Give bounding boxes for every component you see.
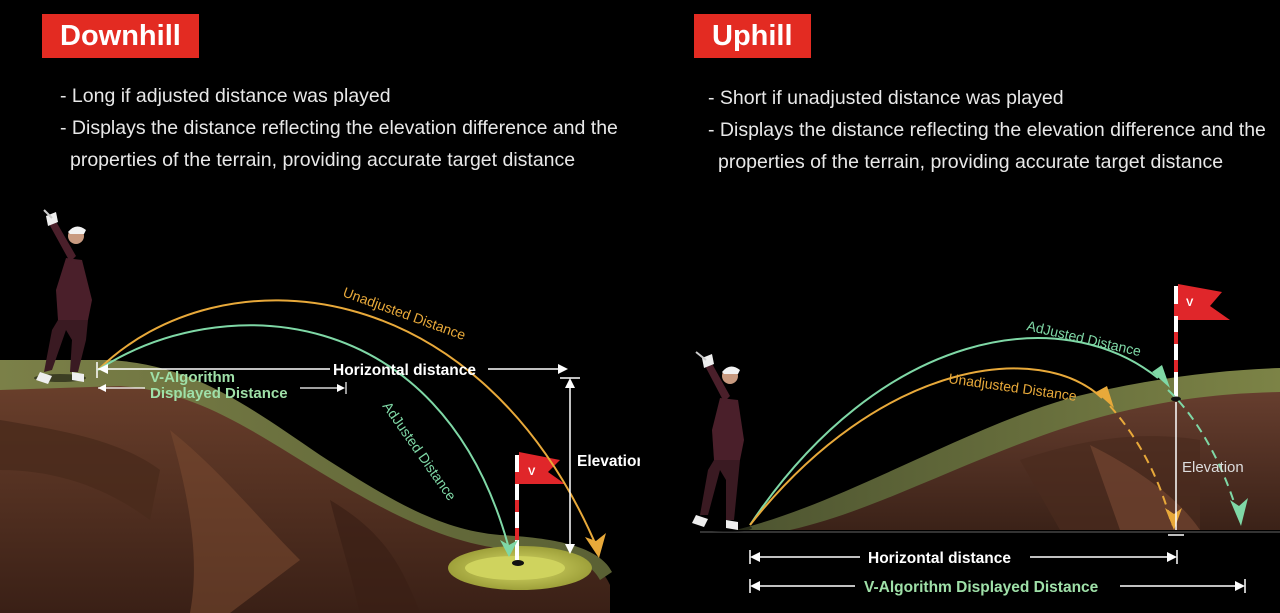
downhill-bullets: - Long if adjusted distance was played -… (60, 80, 618, 176)
downhill-bullet-1: - Long if adjusted distance was played (60, 85, 391, 107)
downhill-unadjusted-trajectory (97, 299, 599, 551)
svg-text:V: V (1186, 297, 1194, 309)
label-v-algo-line1-left: V-Algorithm (150, 369, 235, 386)
uphill-bullets: - Short if unadjusted distance was playe… (708, 82, 1266, 178)
unadjusted-arrow-right (1096, 386, 1114, 408)
downhill-soil (0, 375, 610, 613)
label-adjusted-left: AdJusted Distance (380, 399, 460, 504)
uphill-bullet-2: - Displays the distance reflecting the e… (708, 119, 1266, 141)
unadjusted-arrow-left (585, 533, 606, 558)
uphill-fairway (735, 368, 1280, 530)
label-horizontal-left: Horizontal distance (333, 362, 476, 379)
adjusted-arrow-right (1152, 365, 1170, 388)
label-elevation-right: Elevation (1182, 459, 1244, 476)
golfer-figure-left (34, 209, 92, 384)
uphill-badge: Uphill (694, 14, 811, 58)
downhill-fairway (0, 360, 612, 580)
uphill-diagram: V AdJusted Distance Unadjusted Dist (692, 284, 1280, 596)
svg-text:V: V (528, 466, 536, 478)
downhill-bullet-2: - Displays the distance reflecting the e… (60, 117, 618, 139)
downhill-panel: V Unadjusted Distance AdJusted Distance … (0, 14, 640, 613)
uphill-bullet-1: - Short if unadjusted distance was playe… (708, 87, 1064, 109)
label-v-algo-right: V-Algorithm Displayed Distance (864, 579, 1099, 596)
label-elevation-left: Elevation (577, 453, 640, 470)
uphill-unadjusted-trajectory (749, 367, 1103, 526)
golfer-figure-right (692, 351, 752, 532)
downhill-badge: Downhill (42, 14, 199, 58)
downhill-diagram: V Unadjusted Distance AdJusted Distance … (0, 209, 640, 613)
uphill-adjusted-trajectory (749, 337, 1159, 526)
adjusted-arrow-left (500, 540, 518, 557)
downhill-bullet-3: properties of the terrain, providing acc… (70, 149, 576, 171)
label-v-algo-line2-left: Displayed Distance (150, 385, 288, 402)
uphill-bullet-3: properties of the terrain, providing acc… (718, 151, 1224, 173)
downhill-flag: V (515, 452, 565, 560)
uphill-flag: V (1171, 284, 1230, 402)
label-horizontal-right: Horizontal distance (868, 550, 1011, 567)
downhill-adjusted-trajectory (97, 324, 509, 546)
uphill-panel: V AdJusted Distance Unadjusted Dist (640, 0, 1280, 613)
